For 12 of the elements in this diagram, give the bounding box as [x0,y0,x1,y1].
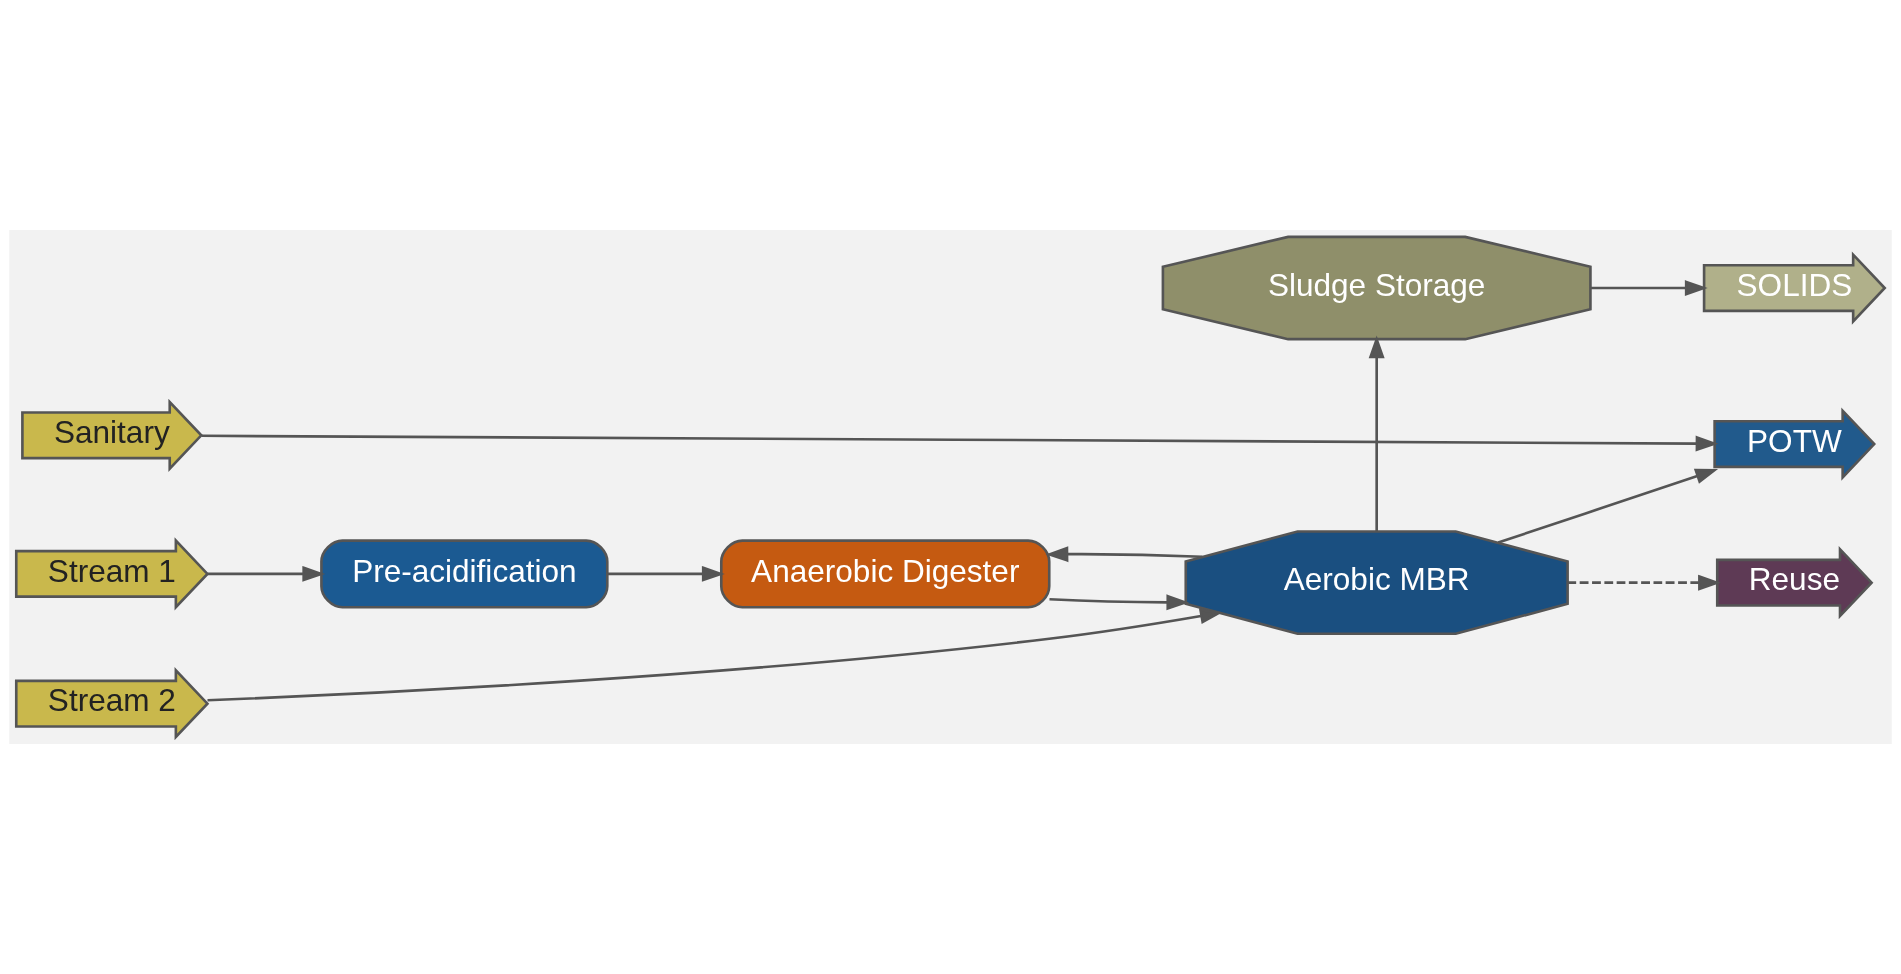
arrow [1567,574,1721,591]
arrow [207,565,326,582]
arrow [1497,468,1719,544]
arrow [1590,280,1708,296]
arrow [1368,335,1385,532]
arrow [201,434,1719,452]
arrow [1049,594,1190,611]
node-box: Anaerobic Digester [719,539,1051,609]
arrow [1045,546,1203,563]
arrow [607,565,725,582]
arrow [207,608,1223,702]
node-box: Pre-acidification [320,539,609,609]
